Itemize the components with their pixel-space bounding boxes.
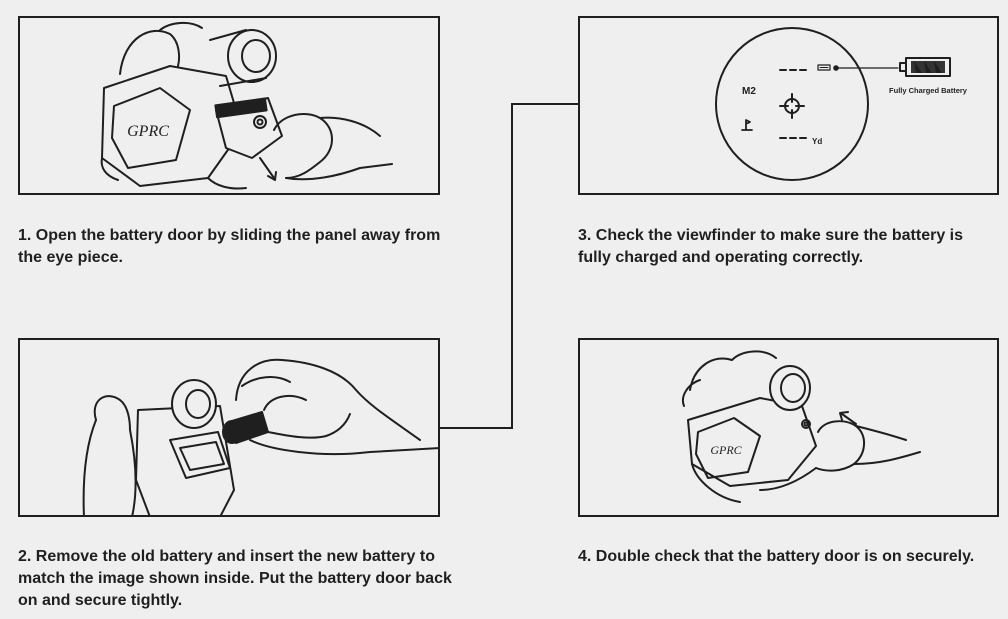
- right-hand: [235, 358, 421, 441]
- hand-back: [689, 350, 777, 391]
- flag-icon: [741, 119, 753, 131]
- logo-mark: GPRC: [127, 123, 169, 140]
- logo-mark: GPRC: [710, 443, 742, 457]
- left-hand: [93, 395, 131, 431]
- thumb: [273, 113, 333, 179]
- step-3-illustration: M2 Yd Fully Charged Battery: [578, 16, 999, 195]
- rangefinder-body: [687, 397, 817, 487]
- step-1-caption: 1. Open the battery door by sliding the …: [18, 227, 441, 266]
- eyepiece: [227, 29, 277, 83]
- hand-back: [119, 29, 180, 75]
- step-4-caption: 4. Double check that the battery door is…: [578, 548, 975, 565]
- battery-full-icon: [899, 57, 951, 77]
- viewfinder-circle: [715, 27, 869, 181]
- unit-label: Yd: [812, 137, 822, 146]
- step-3-caption: 3. Check the viewfinder to make sure the…: [578, 227, 964, 266]
- viewfinder-battery-icon: [817, 64, 831, 71]
- step-2-caption: 2. Remove the old battery and insert the…: [18, 548, 452, 609]
- step-2-illustration: [18, 338, 440, 517]
- step-4-illustration: GPRC: [578, 338, 999, 517]
- battery-callout-label: Fully Charged Battery: [889, 86, 968, 95]
- crosshair-icon: [779, 93, 805, 119]
- mode-label: M2: [742, 86, 756, 97]
- logo-plate: [695, 417, 761, 479]
- battery-cell: [222, 411, 269, 444]
- slide-arrow: [259, 157, 275, 179]
- logo-plate: [111, 87, 191, 169]
- step-1-illustration: GPRC: [18, 16, 440, 195]
- push-arrow: [841, 413, 857, 425]
- thumb: [815, 420, 865, 472]
